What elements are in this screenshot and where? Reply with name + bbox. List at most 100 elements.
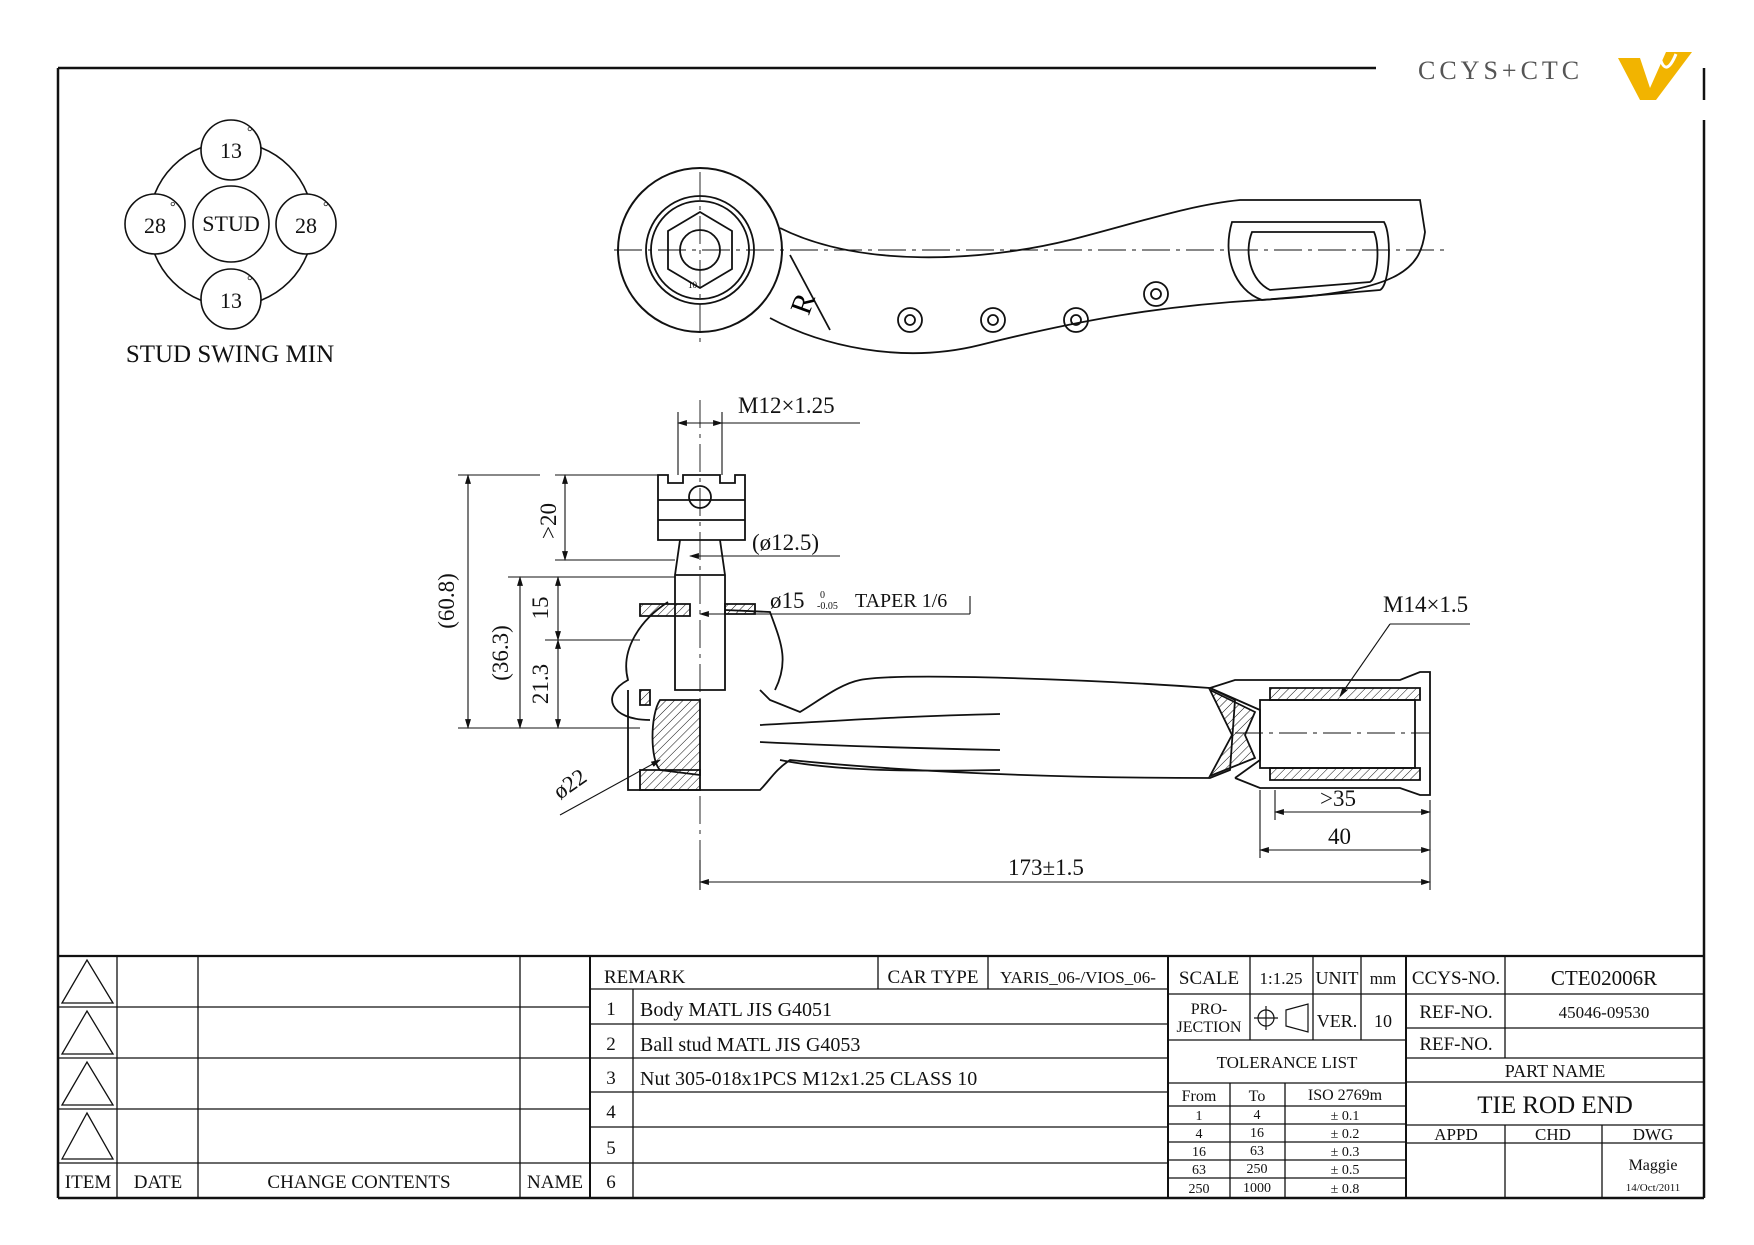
- rev-header-date: DATE: [134, 1172, 183, 1193]
- remark-row-no: 3: [606, 1068, 616, 1089]
- dim-height-36-3: (36.3): [488, 625, 513, 681]
- remark-row-no: 4: [606, 1102, 616, 1123]
- dim-overall-length: 173±1.5: [1008, 855, 1084, 880]
- swing-bottom-value: 13: [220, 288, 242, 313]
- dim-stud-thread: M12×1.25: [738, 393, 835, 418]
- revision-triangle-icon: [60, 958, 115, 1004]
- ver-label: VER.: [1317, 1011, 1358, 1031]
- tolerance-header-from: From: [1182, 1088, 1217, 1105]
- drawing-border: [56, 66, 1706, 1200]
- remark-row-no: 5: [606, 1138, 616, 1159]
- part-name-label: PART NAME: [1505, 1061, 1605, 1081]
- tolerance-from: 250: [1189, 1182, 1210, 1197]
- swing-left-value: 28: [144, 213, 166, 238]
- logo-text: CCYS+CTC: [1418, 56, 1583, 85]
- side-view: [611, 400, 1431, 860]
- remark-header: REMARK: [604, 967, 686, 988]
- dim-taper-label: TAPER 1/6: [855, 590, 947, 612]
- dim-bore-length: 40: [1328, 824, 1351, 849]
- chd-label: CHD: [1535, 1125, 1571, 1144]
- tolerance-to: 16: [1250, 1126, 1264, 1141]
- remark-row-no: 1: [606, 999, 616, 1020]
- remark-row-no: 6: [606, 1172, 616, 1193]
- revision-triangle-icon: [60, 1009, 115, 1055]
- dim-height-21-3: 21.3: [528, 664, 553, 704]
- remark-row-text: Nut 305-018x1PCS M12x1.25 CLASS 10: [640, 1068, 977, 1090]
- title-block-grid: [58, 954, 1704, 1198]
- ver-value: 10: [1374, 1011, 1392, 1031]
- swing-right-degree: °: [323, 200, 329, 215]
- unit-label: UNIT: [1316, 968, 1359, 988]
- dim-taper-tol-lower: -0.05: [817, 601, 838, 612]
- car-type-value: YARIS_06-/VIOS_06-: [1000, 968, 1156, 987]
- swing-top-degree: °: [247, 125, 253, 140]
- dim-taper-dia: ø15: [770, 588, 805, 613]
- remark-row-no: 2: [606, 1034, 616, 1055]
- dim-height-15: 15: [528, 597, 553, 620]
- first-angle-projection-icon: [1254, 1003, 1309, 1033]
- tolerance-header-to: To: [1249, 1088, 1266, 1105]
- tolerance-value: ± 0.1: [1331, 1109, 1360, 1124]
- rev-header-name: NAME: [527, 1172, 583, 1193]
- tolerance-value: ± 0.8: [1331, 1182, 1360, 1197]
- projection-label-2: JECTION: [1177, 1019, 1242, 1036]
- dim-thread-length: >35: [1320, 786, 1356, 811]
- dim-dia-22: ø22: [549, 764, 592, 804]
- tolerance-rows: 1 4 ± 0.1 4 16 ± 0.2 16 63 ± 0.3 63 250 …: [1189, 1108, 1360, 1197]
- swing-top-value: 13: [220, 138, 242, 163]
- revision-triangle-icon: [60, 1111, 115, 1160]
- tolerance-to: 4: [1254, 1108, 1261, 1123]
- swing-center-label: STUD: [202, 211, 259, 236]
- ref-no-label-2: REF-NO.: [1419, 1034, 1492, 1055]
- tolerance-header-iso: ISO 2769m: [1308, 1087, 1383, 1104]
- revision-triangle-icon: [60, 1060, 115, 1106]
- tolerance-from: 63: [1192, 1163, 1206, 1178]
- dwg-label: DWG: [1633, 1125, 1674, 1144]
- side-mark-label: R: [784, 289, 822, 319]
- stud-swing-diagram: [124, 119, 337, 330]
- stud-swing-caption: STUD SWING MIN: [126, 341, 334, 368]
- dim-taper-tol-upper: 0: [820, 590, 825, 601]
- dwg-date: 14/Oct/2011: [1626, 1182, 1681, 1194]
- tolerance-value: ± 0.5: [1331, 1163, 1360, 1178]
- dim-rod-thread: M14×1.5: [1383, 592, 1468, 617]
- tolerance-from: 1: [1196, 1109, 1203, 1124]
- part-name-value: TIE ROD END: [1477, 1092, 1633, 1119]
- tolerance-to: 63: [1250, 1144, 1264, 1159]
- nut-class-mark: 10: [688, 280, 698, 290]
- rev-header-contents: CHANGE CONTENTS: [267, 1172, 450, 1193]
- dim-dia-12-5: (ø12.5): [752, 530, 819, 555]
- tolerance-from: 4: [1196, 1127, 1203, 1142]
- ccys-no-value: CTE02006R: [1551, 966, 1657, 990]
- unit-value: mm: [1370, 969, 1396, 988]
- ccys-no-label: CCYS-NO.: [1412, 968, 1500, 989]
- dim-overall-height: (60.8): [434, 573, 459, 629]
- swing-right-value: 28: [295, 213, 317, 238]
- ref-no-label: REF-NO.: [1419, 1002, 1492, 1023]
- logo-mark-icon: [1618, 52, 1692, 100]
- dwg-drawn-by: Maggie: [1629, 1157, 1678, 1174]
- tolerance-title: TOLERANCE LIST: [1217, 1053, 1358, 1072]
- projection-label: PRO-: [1191, 1001, 1227, 1018]
- top-view: [614, 167, 1450, 354]
- tolerance-to: 1000: [1243, 1181, 1271, 1196]
- scale-value: 1:1.25: [1260, 969, 1303, 988]
- revision-marks: [60, 958, 115, 1160]
- dim-stud-length: >20: [536, 503, 561, 539]
- tolerance-value: ± 0.2: [1331, 1127, 1360, 1142]
- car-type-label: CAR TYPE: [888, 967, 979, 988]
- ref-no-value: 45046-09530: [1559, 1003, 1650, 1022]
- appd-label: APPD: [1434, 1125, 1477, 1144]
- swing-left-degree: °: [170, 200, 176, 215]
- rev-header-item: ITEM: [65, 1172, 112, 1193]
- tolerance-to: 250: [1247, 1162, 1268, 1177]
- scale-label: SCALE: [1179, 968, 1239, 989]
- tolerance-value: ± 0.3: [1331, 1145, 1360, 1160]
- tolerance-from: 16: [1192, 1145, 1206, 1160]
- dimension-lines: [458, 412, 1470, 890]
- remark-row-text: Body MATL JIS G4051: [640, 999, 832, 1021]
- remark-row-text: Ball stud MATL JIS G4053: [640, 1034, 860, 1056]
- swing-bottom-degree: °: [247, 274, 253, 289]
